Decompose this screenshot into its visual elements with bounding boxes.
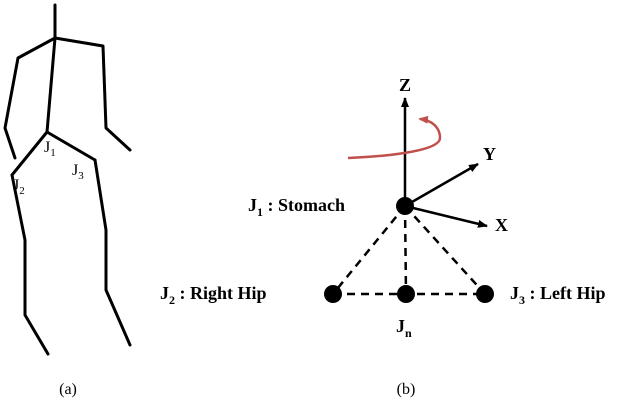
node-j2-right-hip [324,285,342,303]
stick-figure [3,3,132,356]
node-jn [397,285,415,303]
j2-label: J2 : Right Hip [160,283,267,307]
right-arm [53,36,132,152]
hip-left-segment [10,130,49,177]
y-axis-label: Y [483,144,496,164]
joint-label-j3: J3 [72,162,84,182]
caption-b: (b) [397,381,416,398]
left-arm [3,36,57,160]
j3-label: J3 : Left Hip [510,283,606,307]
right-leg [10,173,50,356]
jn-label: Jn [396,316,412,340]
joint-label-j1: J1 [44,139,56,159]
joint-label-j2: J2 [13,177,25,197]
left-leg [93,158,132,347]
j1-label: J1 : Stomach [248,195,345,219]
hip-right-segment [45,130,97,162]
node-j3-left-hip [476,285,494,303]
axes [401,97,488,228]
edge-j1-jn [403,205,408,295]
caption-a: (a) [59,381,77,398]
edge-j1-j2 [332,205,406,295]
x-axis-label: X [495,215,508,235]
edge-j1-j3 [404,205,486,295]
rotation-arrow [347,115,442,160]
x-axis [404,204,488,228]
node-j1-stomach [396,197,414,215]
z-axis-label: Z [399,75,411,95]
spine [45,36,57,134]
y-axis [404,162,479,208]
